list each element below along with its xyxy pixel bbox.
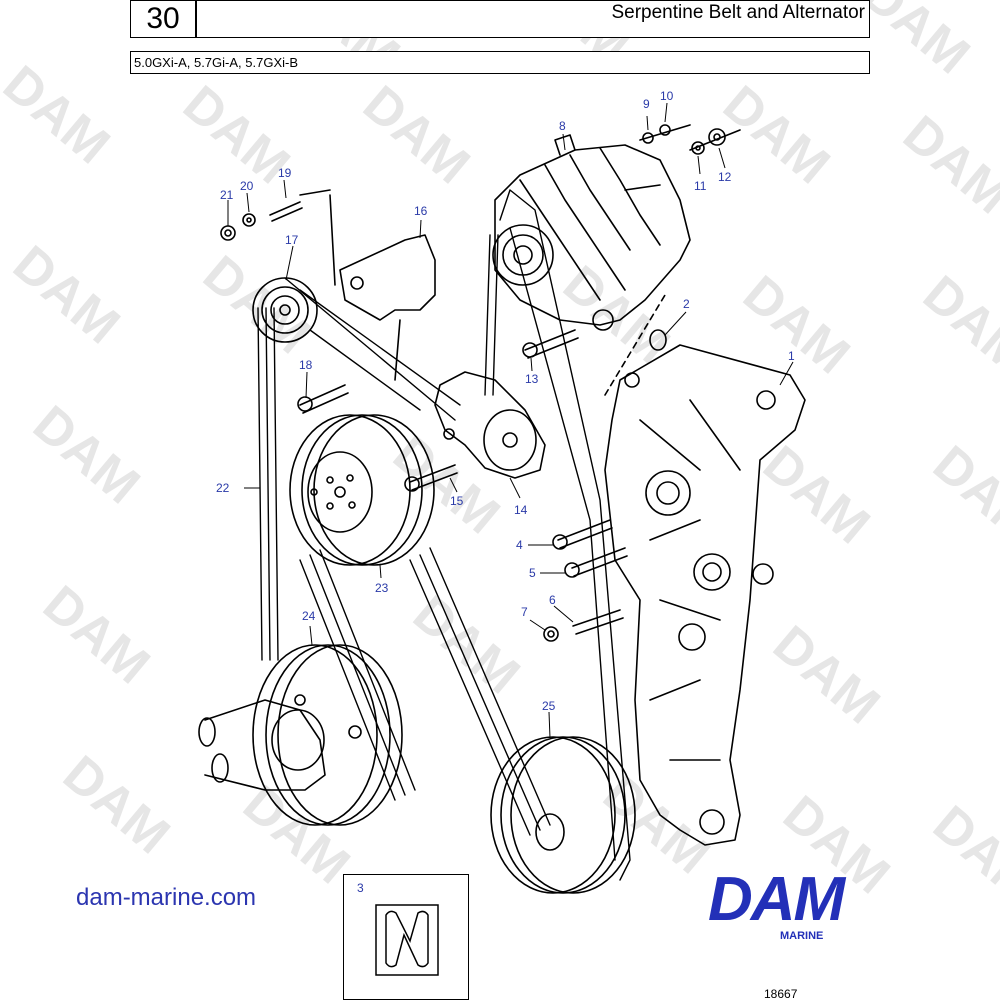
callout-11: 11 bbox=[694, 179, 707, 193]
callout-4: 4 bbox=[516, 538, 523, 552]
serpentine-belt bbox=[257, 189, 631, 881]
alternator-bolt-line bbox=[639, 124, 741, 151]
callout-15: 15 bbox=[450, 494, 464, 508]
belt-routing-inset: 3 bbox=[343, 874, 469, 1000]
watermark-text: DAM bbox=[32, 575, 160, 696]
bracket-boss bbox=[624, 372, 640, 388]
title-box: Serpentine Belt and Alternator bbox=[196, 0, 870, 38]
callout-17: 17 bbox=[285, 233, 299, 247]
watermark-text: DAM bbox=[752, 435, 880, 556]
washer bbox=[242, 213, 256, 227]
watermark-text: DAM bbox=[922, 435, 1000, 556]
watermark-text: DAM bbox=[712, 75, 840, 196]
callout-5: 5 bbox=[529, 566, 536, 580]
callout-labels: 1 2 4 5 6 7 8 9 10 11 12 13 14 15 17 18 … bbox=[216, 89, 795, 713]
power-steering-pulley bbox=[490, 736, 636, 894]
watermark-text: DAM bbox=[192, 245, 320, 366]
stud bbox=[572, 609, 624, 635]
bracket-dashed-line bbox=[604, 294, 666, 396]
callout-13: 13 bbox=[525, 372, 539, 386]
spacer bbox=[649, 329, 667, 351]
washer bbox=[659, 124, 671, 136]
watermark-text: DAM bbox=[922, 795, 1000, 916]
section-number: 30 bbox=[130, 0, 196, 38]
callout-10: 10 bbox=[660, 89, 674, 103]
watermark-text: DAM bbox=[762, 615, 890, 736]
callout-20: 20 bbox=[240, 179, 254, 193]
callout-9: 9 bbox=[643, 97, 650, 111]
watermark-layer: DAM DAM DAM DAM DAM DAM DAM DAM DAM DAM … bbox=[0, 0, 1000, 915]
drawing-number: 18667 bbox=[764, 987, 798, 1001]
watermark-text: DAM bbox=[52, 745, 180, 866]
belt-tensioner bbox=[434, 371, 546, 479]
watermark-text: DAM bbox=[852, 0, 980, 85]
brand-wordmark: DAM bbox=[708, 865, 845, 934]
callout-2: 2 bbox=[683, 297, 690, 311]
bolt bbox=[404, 464, 458, 492]
callout-18: 18 bbox=[299, 358, 313, 372]
nut bbox=[642, 132, 654, 144]
callout-23: 23 bbox=[375, 581, 389, 595]
mounting-bracket bbox=[604, 344, 806, 846]
watermark-text: DAM bbox=[352, 75, 480, 196]
callout-25: 25 bbox=[542, 699, 556, 713]
water-pump-pulley bbox=[289, 414, 435, 566]
inset-callout: 3 bbox=[357, 881, 364, 895]
callout-8: 8 bbox=[559, 119, 566, 133]
bolt bbox=[552, 519, 613, 550]
bolt bbox=[564, 547, 628, 578]
bracket-boss bbox=[699, 809, 725, 835]
bracket-boss bbox=[702, 562, 722, 582]
watermark-text: DAM bbox=[732, 265, 860, 386]
callout-12: 12 bbox=[718, 170, 732, 184]
pointer-line bbox=[299, 189, 401, 381]
bracket-boss bbox=[656, 481, 680, 505]
watermark-text: DAM bbox=[402, 585, 530, 706]
callout-14: 14 bbox=[514, 503, 528, 517]
watermark-text: DAM bbox=[912, 265, 1000, 386]
idler-bracket-hole bbox=[350, 276, 364, 290]
stud bbox=[269, 201, 303, 222]
belt-routing-icon bbox=[375, 904, 439, 976]
brand-subtitle: MARINE bbox=[780, 930, 824, 942]
brand-logo: DAM MARINE bbox=[708, 865, 908, 943]
watermark-text: DAM bbox=[892, 105, 1000, 226]
callout-22: 22 bbox=[216, 481, 230, 495]
watermark-text: DAM bbox=[232, 775, 360, 896]
callout-21: 21 bbox=[220, 188, 234, 202]
bracket-boss bbox=[645, 470, 691, 516]
watermark-text: DAM bbox=[2, 235, 130, 356]
callout-16: 16 bbox=[414, 204, 428, 218]
leader-lines bbox=[227, 102, 794, 739]
bracket-boss bbox=[756, 390, 776, 410]
bracket-boss bbox=[693, 553, 731, 591]
model-list: 5.0GXi-A, 5.7Gi-A, 5.7GXi-B bbox=[130, 51, 870, 74]
crank-pulley bbox=[198, 644, 403, 826]
idler-bracket bbox=[339, 234, 436, 321]
bolt bbox=[522, 329, 579, 359]
alternator bbox=[492, 134, 691, 331]
callout-7: 7 bbox=[521, 605, 528, 619]
callout-24: 24 bbox=[302, 609, 316, 623]
website-link[interactable]: dam-marine.com bbox=[76, 884, 257, 911]
watermark-text: DAM bbox=[0, 55, 120, 176]
bolt bbox=[297, 384, 349, 414]
callout-19: 19 bbox=[278, 166, 292, 180]
bracket-rib bbox=[639, 399, 741, 761]
bracket-boss bbox=[678, 623, 706, 651]
watermark-text: DAM bbox=[552, 255, 680, 376]
page-title: Serpentine Belt and Alternator bbox=[611, 2, 865, 23]
nut bbox=[543, 626, 559, 642]
callout-1: 1 bbox=[788, 349, 795, 363]
watermark-text: DAM bbox=[22, 395, 150, 516]
bracket-boss bbox=[752, 563, 774, 585]
callout-6: 6 bbox=[549, 593, 556, 607]
nut bbox=[220, 225, 236, 241]
